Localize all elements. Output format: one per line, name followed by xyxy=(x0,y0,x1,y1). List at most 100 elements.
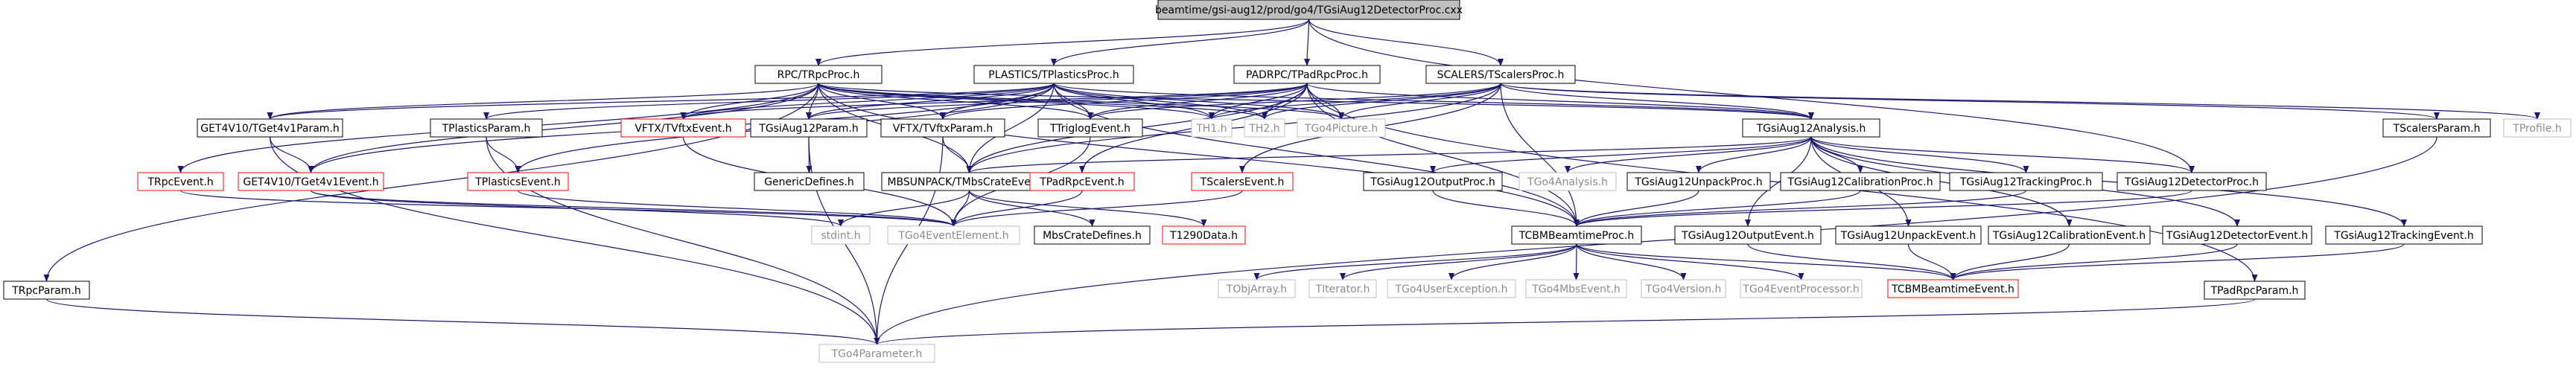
node-padrpc-proc[interactable]: PADRPC/TPadRpcProc.h xyxy=(1233,65,1381,84)
edge-padrpc_event-to-event_element xyxy=(950,190,1083,227)
edge-calib_proc-to-cbm_proc xyxy=(1574,190,1861,227)
edge-mbs_crate-to-crate_defines xyxy=(968,190,1095,227)
node-rpc-event[interactable]: TRpcEvent.h xyxy=(137,172,224,191)
node-th1: TH1.h xyxy=(1191,118,1233,138)
edge-plastics_proc-to-plastics_param xyxy=(483,83,1055,120)
node-cbm-proc[interactable]: TCBMBeamtimeProc.h xyxy=(1511,225,1642,245)
node-stdint: stdint.h xyxy=(811,225,871,245)
node-box xyxy=(1425,65,1576,84)
edge-plastics_proc-to-cbm_proc xyxy=(1053,83,1580,227)
node-label: PADRPC/TPadRpcProc.h xyxy=(1246,69,1368,81)
edge-mbs_crate-to-event_element xyxy=(950,190,970,227)
node-plastics-param[interactable]: TPlasticsParam.h xyxy=(430,118,543,138)
edge-output_proc-to-cbm_proc xyxy=(1432,190,1580,227)
node-get4-event[interactable]: GET4V10/TGet4v1Event.h xyxy=(238,172,384,191)
node-label: TIterator.h xyxy=(1315,283,1370,295)
node-box xyxy=(1525,279,1627,298)
node-label: T1290Data.h xyxy=(1169,230,1238,242)
node-unpack-proc[interactable]: TGsiAug12UnpackProc.h xyxy=(1626,172,1771,191)
edge-scalers_proc-to-scalers_param xyxy=(1500,83,2440,120)
edge-scalers_event-to-event_element xyxy=(950,190,1243,227)
node-label: PLASTICS/TPlasticsProc.h xyxy=(988,69,1119,81)
node-box xyxy=(2204,281,2306,300)
node-box xyxy=(1511,225,1642,245)
node-output-proc[interactable]: TGsiAug12OutputProc.h xyxy=(1363,172,1503,191)
node-calib-event[interactable]: TGsiAug12CalibrationEvent.h xyxy=(1988,225,2151,245)
node-box xyxy=(467,172,569,191)
node-label: TGsiAug12TrackingProc.h xyxy=(1959,176,2092,188)
node-label: MBSUNPACK/TMbsCrateEvent.h xyxy=(887,176,1051,188)
node-scalers-proc[interactable]: SCALERS/TScalersProc.h xyxy=(1425,65,1576,84)
node-box xyxy=(1742,118,1880,138)
node-cbm-event[interactable]: TCBMBeamtimeEvent.h xyxy=(1887,279,2019,298)
edge-scalers_param-to-go4parameter xyxy=(874,136,2437,345)
node-label: TObjArray.h xyxy=(1226,283,1287,295)
node-padrpc-param[interactable]: TPadRpcParam.h xyxy=(2204,281,2306,300)
node-label: TH1.h xyxy=(1195,123,1227,135)
node-label: TTriglogEvent.h xyxy=(1049,123,1130,135)
node-get4-param[interactable]: GET4V10/TGet4v1Param.h xyxy=(197,118,343,138)
edge-plastics_event-to-event_element xyxy=(517,190,957,227)
node-label: TGsiAug12UnpackEvent.h xyxy=(1840,230,1976,242)
edge-cbm_proc-to-objarray xyxy=(1253,243,1577,281)
edge-padrpc_proc-to-th1 xyxy=(1209,83,1308,120)
node-box xyxy=(818,344,935,363)
node-box xyxy=(1387,279,1516,298)
edge-scalers_proc-to-tprofile xyxy=(1500,83,2540,120)
node-vftx-param[interactable]: VFTX/TVftxParam.h xyxy=(880,118,1005,138)
edge-plastics_proc-to-vftx_event xyxy=(680,83,1055,120)
node-plastics-event[interactable]: TPlasticsEvent.h xyxy=(467,172,569,191)
node-output-event[interactable]: TGsiAug12OutputEvent.h xyxy=(1674,225,1822,245)
edge-scalers_proc-to-analysis xyxy=(1500,83,1814,120)
node-box xyxy=(1191,172,1294,191)
node-tracking-event[interactable]: TGsiAug12TrackingEvent.h xyxy=(2325,225,2483,245)
node-crate-defines[interactable]: MbsCrateDefines.h xyxy=(1034,225,1151,245)
edge-rpc_proc-to-get4_param xyxy=(267,83,819,120)
edge-plastics_proc-to-analysis xyxy=(1053,83,1814,120)
node-root: beamtime/gsi-aug12/prod/go4/TGsiAug12Det… xyxy=(1155,0,1463,20)
node-user-exception: TGo4UserException.h xyxy=(1387,279,1516,298)
node-unpack-event[interactable]: TGsiAug12UnpackEvent.h xyxy=(1835,225,1982,245)
node-label: TGsiAug12DetectorProc.h xyxy=(2124,176,2259,188)
node-scalers-param[interactable]: TScalersParam.h xyxy=(2382,118,2491,138)
node-mbs-crate[interactable]: MBSUNPACK/TMbsCrateEvent.h xyxy=(881,172,1058,191)
node-calib-proc[interactable]: TGsiAug12CalibrationProc.h xyxy=(1780,172,1941,191)
node-box xyxy=(430,118,543,138)
node-padrpc-event[interactable]: TPadRpcEvent.h xyxy=(1029,172,1135,191)
node-label: TGsiAug12UnpackProc.h xyxy=(1634,176,1762,188)
edge-get4_param-to-get4_event xyxy=(269,136,314,173)
node-gsi-param[interactable]: TGsiAug12Param.h xyxy=(750,118,868,138)
edge-padrpc_proc-to-triglog xyxy=(1087,83,1308,120)
node-box xyxy=(1233,65,1381,84)
node-analysis[interactable]: TGsiAug12Analysis.h xyxy=(1742,118,1880,138)
node-plastics-proc[interactable]: PLASTICS/TPlasticsProc.h xyxy=(973,65,1134,84)
node-label: TGsiAug12OutputEvent.h xyxy=(1681,230,1814,242)
node-rpc-param[interactable]: TRpcParam.h xyxy=(3,281,90,300)
node-generic-defines[interactable]: GenericDefines.h xyxy=(754,172,865,191)
node-rpc-proc[interactable]: RPC/TRpcProc.h xyxy=(754,65,882,84)
node-box xyxy=(2325,225,2483,245)
node-box xyxy=(973,65,1134,84)
node-scalers-event[interactable]: TScalersEvent.h xyxy=(1191,172,1294,191)
node-label: TCBMBeamtimeProc.h xyxy=(1518,230,1635,242)
node-box xyxy=(1157,0,1460,20)
node-label: TPadRpcEvent.h xyxy=(1039,176,1125,188)
node-t1290[interactable]: T1290Data.h xyxy=(1162,225,1246,245)
node-box xyxy=(1780,172,1941,191)
edge-scalers_proc-to-cbm_proc xyxy=(1500,83,1580,227)
node-vftx-event[interactable]: VFTX/TVftxEvent.h xyxy=(620,118,746,138)
node-label: TGo4Picture.h xyxy=(1304,123,1378,135)
node-event-element: TGo4EventElement.h xyxy=(887,225,1020,245)
node-label: TGsiAug12DetectorEvent.h xyxy=(2166,230,2308,242)
node-box xyxy=(1218,279,1296,298)
node-triglog[interactable]: TTriglogEvent.h xyxy=(1037,118,1143,138)
edge-plastics_proc-to-get4_param xyxy=(267,83,1055,120)
node-detector-event[interactable]: TGsiAug12DetectorEvent.h xyxy=(2162,225,2312,245)
edge-cbm_proc-to-go4version xyxy=(1576,243,1687,281)
edge-detector_event-to-cbm_event xyxy=(1950,243,2238,281)
node-tracking-proc[interactable]: TGsiAug12TrackingProc.h xyxy=(1949,172,2103,191)
node-detector-proc[interactable]: TGsiAug12DetectorProc.h xyxy=(2117,172,2267,191)
node-box xyxy=(1191,118,1233,138)
node-box xyxy=(1308,279,1377,298)
node-box xyxy=(811,225,871,245)
